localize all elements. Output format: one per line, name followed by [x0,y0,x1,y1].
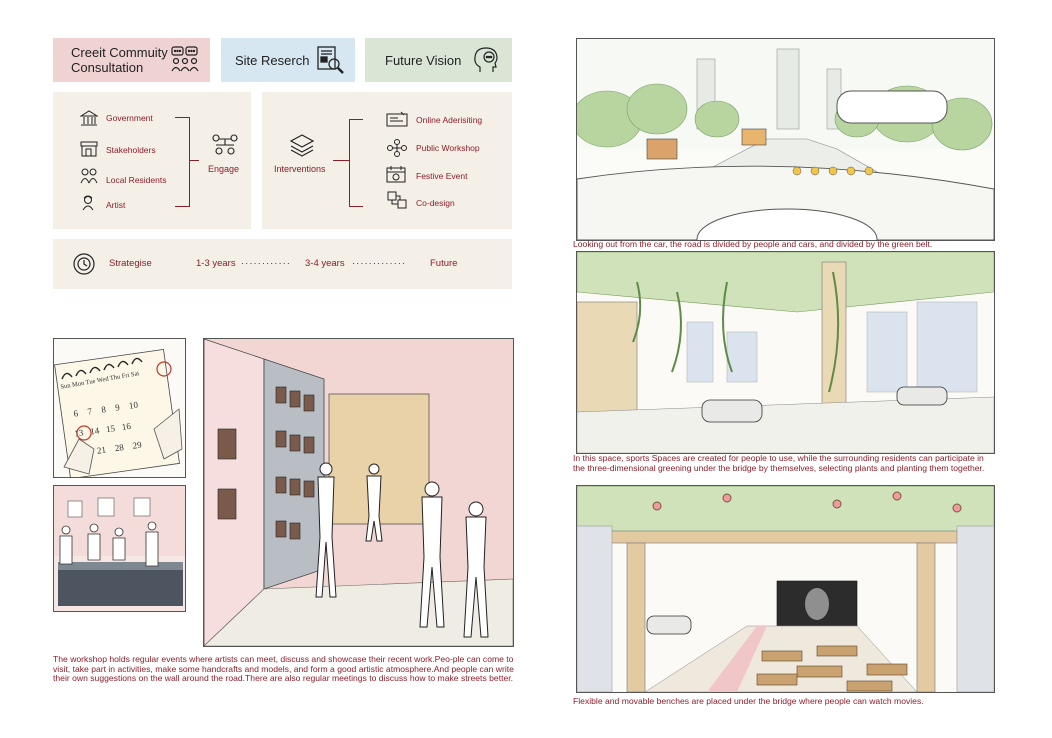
codesign-puzzle-icon [387,191,407,209]
timeline-dots-2: ············· [352,258,407,269]
calendar-check-icon [386,166,406,183]
timeline-stage-2: 3-4 years [305,258,345,269]
artist-icon [82,195,94,211]
interventions-label: Interventions [274,164,326,174]
online-ad-icon [386,111,408,127]
intervention-public-workshop: Public Workshop [416,143,480,153]
engage-label: Engage [208,164,240,174]
svg-text:10: 10 [128,400,139,411]
interventions-bracket [349,119,363,207]
cinema-bridge-sketch [576,485,995,693]
bridge-greening-caption: In this space, sports Spaces are created… [573,453,985,473]
cinema-bridge-caption: Flexible and movable benches are placed … [573,696,924,706]
interventions-connector [333,160,349,161]
timeline-dots-1: ············ [241,258,291,269]
speech-bubbles-people-icon [171,46,199,72]
intervention-festive-event: Festive Event [416,171,468,181]
workshop-table-sketch [53,485,186,612]
engage-item-artist: Artist [106,200,126,210]
residents-icon [80,168,98,184]
document-magnifier-icon [317,46,344,74]
tab-site-research-label: Site Reserch [235,52,310,68]
engage-item-stakeholders: Stakeholders [106,145,156,155]
svg-text:9: 9 [114,402,120,413]
svg-text:8: 8 [101,404,107,415]
svg-text:7: 7 [87,406,93,417]
people-network-icon [212,134,238,155]
tab-future-vision-label: Future Vision [385,52,462,68]
svg-text:14: 14 [90,425,101,436]
gallery-drawing [204,339,513,646]
cycle-clock-icon [73,253,95,275]
svg-text:16: 16 [121,421,132,432]
workshop-caption: The workshop holds regular events where … [53,654,514,684]
engage-item-local-residents: Local Residents [106,175,167,185]
gallery-interior-sketch [203,338,514,647]
intervention-online-advertising: Online Aderisiting [416,115,483,125]
svg-text:29: 29 [132,439,143,450]
tab-community-consultation-label: Creeit Commuity Consultation [71,45,168,75]
engage-connector [189,160,199,161]
tab-community-consultation[interactable]: Creeit Commuity Consultation [53,38,210,82]
cinema-bridge-drawing [577,486,994,692]
storefront-icon [80,141,98,157]
strategise-panel [53,239,512,289]
tab-site-research[interactable]: Site Reserch [221,38,355,82]
workshop-people-icon [387,139,407,157]
layers-icon [289,134,315,157]
engage-bracket [175,117,190,207]
car-view-drawing [577,39,994,240]
timeline-stage-3: Future [430,258,458,269]
car-view-sketch [576,38,995,241]
svg-text:13: 13 [74,427,85,438]
timeline-stage-1: 1-3 years [196,258,236,269]
svg-text:15: 15 [105,423,116,434]
intervention-co-design: Co-design [416,198,455,208]
government-building-icon [80,110,98,126]
tab-future-vision[interactable]: Future Vision [365,38,512,82]
car-view-caption: Looking out from the car, the road is di… [573,239,933,249]
svg-text:6: 6 [73,408,79,419]
svg-text:28: 28 [114,442,125,453]
engage-item-government: Government [106,113,153,123]
bridge-greening-drawing [577,252,994,453]
workshop-drawing [54,486,185,606]
strategise-label: Strategise [109,258,152,269]
svg-text:21: 21 [96,445,106,456]
bridge-greening-sketch [576,251,995,454]
head-thought-icon [474,47,498,72]
